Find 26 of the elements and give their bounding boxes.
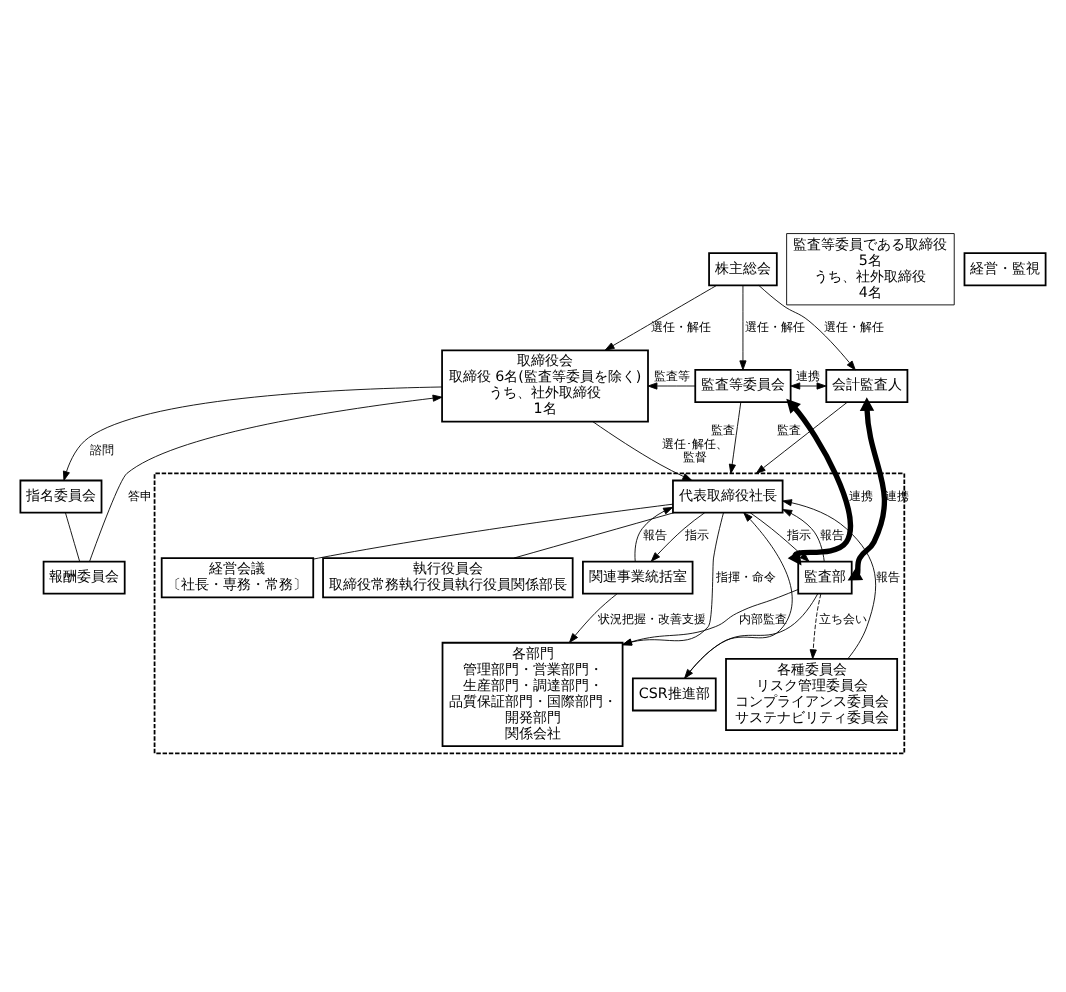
arrow: [647, 381, 696, 389]
arrow: [755, 400, 848, 473]
arrow: [749, 511, 810, 561]
connector: [313, 502, 674, 559]
arrow: [847, 396, 887, 580]
arrow: [622, 511, 724, 645]
arrow: [622, 588, 799, 645]
arrow: [604, 283, 718, 350]
arrow: [650, 511, 706, 561]
arrow: [684, 511, 793, 678]
arrow: [684, 592, 819, 678]
arrow: [782, 508, 825, 562]
arrow: [89, 393, 443, 561]
arrow: [569, 592, 618, 642]
arrow: [739, 283, 747, 370]
arrow: [62, 385, 443, 480]
connector: [513, 511, 675, 558]
arrow: [790, 381, 827, 389]
arrow: [786, 397, 853, 565]
arrow: [634, 505, 673, 561]
arrow: [809, 592, 822, 659]
arrow: [782, 498, 876, 659]
arrow: [758, 283, 856, 370]
connector: [64, 511, 81, 561]
arrow: [592, 420, 693, 480]
arrow: [728, 400, 742, 473]
